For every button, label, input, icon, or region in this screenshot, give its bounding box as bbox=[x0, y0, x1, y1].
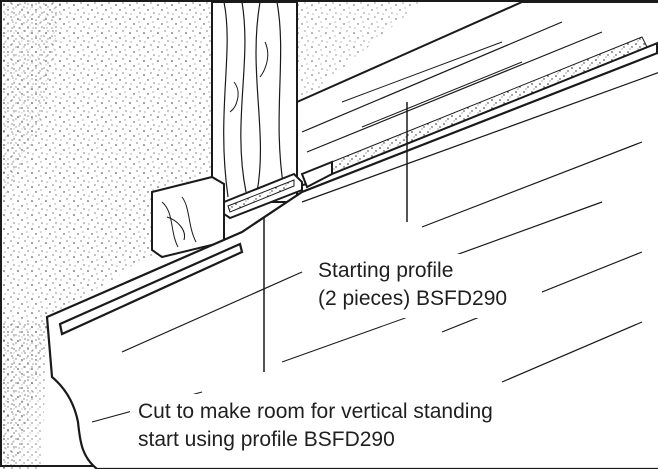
leader-lines bbox=[263, 102, 408, 372]
starting-profile-label: Starting profile (2 pieces) BSFD290 bbox=[318, 257, 507, 313]
masonry-background bbox=[2, 2, 422, 469]
upper-cladding-boards bbox=[296, 2, 658, 189]
starting-profile-label-line1: Starting profile bbox=[318, 259, 454, 282]
cut-note-label-line2: start using profile BSFD290 bbox=[138, 428, 395, 451]
timber-stud bbox=[211, 2, 298, 203]
starting-label-bg bbox=[312, 254, 542, 318]
starting-profile-label-line2: (2 pieces) BSFD290 bbox=[318, 287, 508, 310]
cut-label-bg bbox=[130, 394, 600, 458]
cut-note-label-line1: Cut to make room for vertical standing bbox=[138, 400, 493, 423]
starting-profile bbox=[223, 160, 333, 220]
cut-note-label: Cut to make room for vertical standing s… bbox=[138, 398, 493, 454]
